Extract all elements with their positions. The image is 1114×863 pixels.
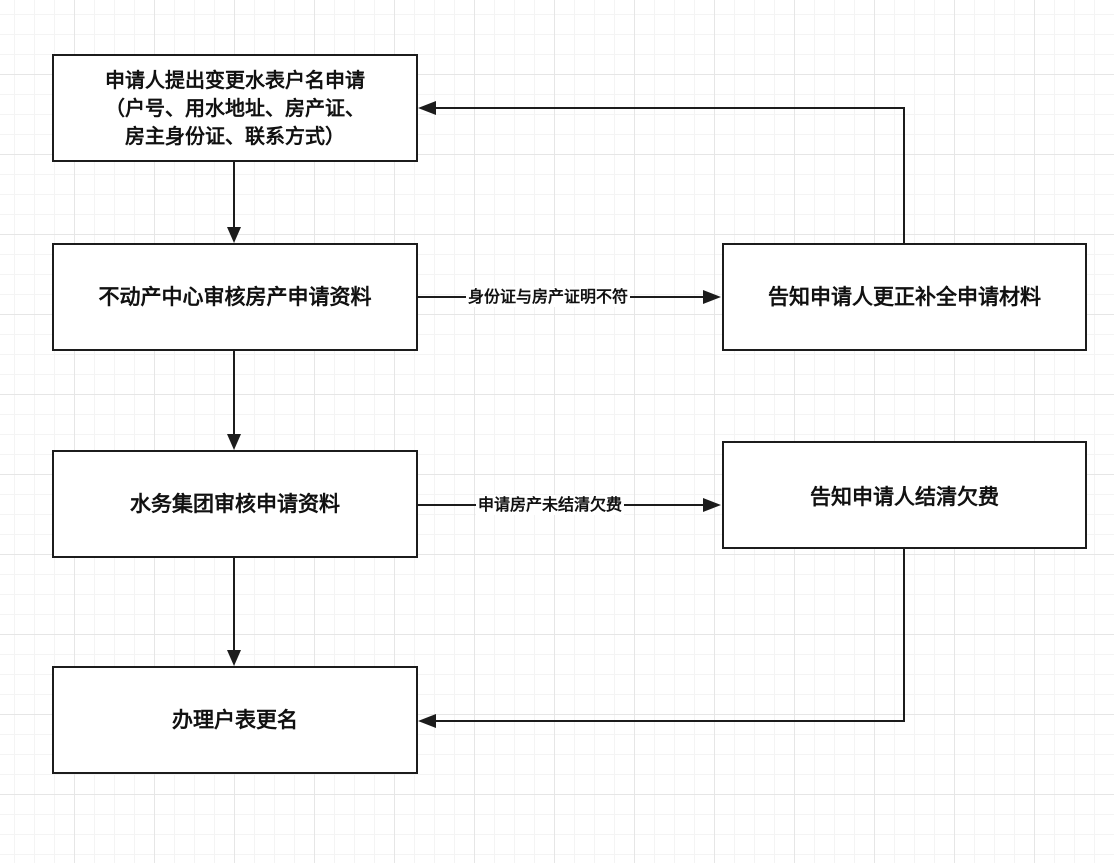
arrowhead-notify-correct-to-submit	[418, 101, 436, 115]
connector-notify-settle-down	[903, 549, 905, 722]
connector-notify-settle-back	[436, 720, 905, 722]
arrowhead-water-to-process	[227, 650, 241, 666]
edge-label-id-mismatch: 身份证与房产证明不符	[466, 287, 631, 307]
node-notify-correct-materials[interactable]: 告知申请人更正补全申请材料	[722, 243, 1087, 351]
node-notify-correct-materials-label: 告知申请人更正补全申请材料	[768, 284, 1041, 309]
node-submit-application-line1: 申请人提出变更水表户名申请	[105, 68, 365, 92]
node-notify-settle-arrears-label: 告知申请人结清欠费	[810, 485, 999, 509]
node-submit-application-text: 申请人提出变更水表户名申请 （户号、用水地址、房产证、 房主身份证、联系方式）	[105, 66, 365, 150]
node-submit-application-line2: （户号、用水地址、房产证、	[105, 96, 365, 120]
node-submit-application[interactable]: 申请人提出变更水表户名申请 （户号、用水地址、房产证、 房主身份证、联系方式）	[52, 54, 418, 162]
arrowhead-water-to-notify-settle	[703, 498, 721, 512]
arrowhead-submit-to-property	[227, 227, 241, 243]
node-property-center-review[interactable]: 不动产中心审核房产申请资料	[52, 243, 418, 351]
node-water-group-review[interactable]: 水务集团审核申请资料	[52, 450, 418, 558]
node-process-name-change-label: 办理户表更名	[172, 707, 298, 732]
node-process-name-change[interactable]: 办理户表更名	[52, 666, 418, 774]
connector-water-to-process	[233, 558, 235, 651]
edge-label-unpaid-fees: 申请房产未结清欠费	[476, 495, 625, 515]
node-notify-settle-arrears[interactable]: 告知申请人结清欠费	[722, 441, 1087, 549]
arrowhead-property-to-water	[227, 434, 241, 450]
connector-submit-to-property	[233, 162, 235, 228]
node-submit-application-line3: 房主身份证、联系方式）	[125, 124, 345, 148]
connector-property-to-water	[233, 351, 235, 435]
node-water-group-review-label: 水务集团审核申请资料	[130, 491, 340, 516]
node-property-center-review-label: 不动产中心审核房产申请资料	[98, 284, 372, 309]
arrowhead-property-to-notify-correct	[703, 290, 721, 304]
connector-notify-correct-back	[436, 107, 905, 109]
arrowhead-notify-settle-to-process	[418, 714, 436, 728]
connector-notify-correct-up	[903, 107, 905, 243]
